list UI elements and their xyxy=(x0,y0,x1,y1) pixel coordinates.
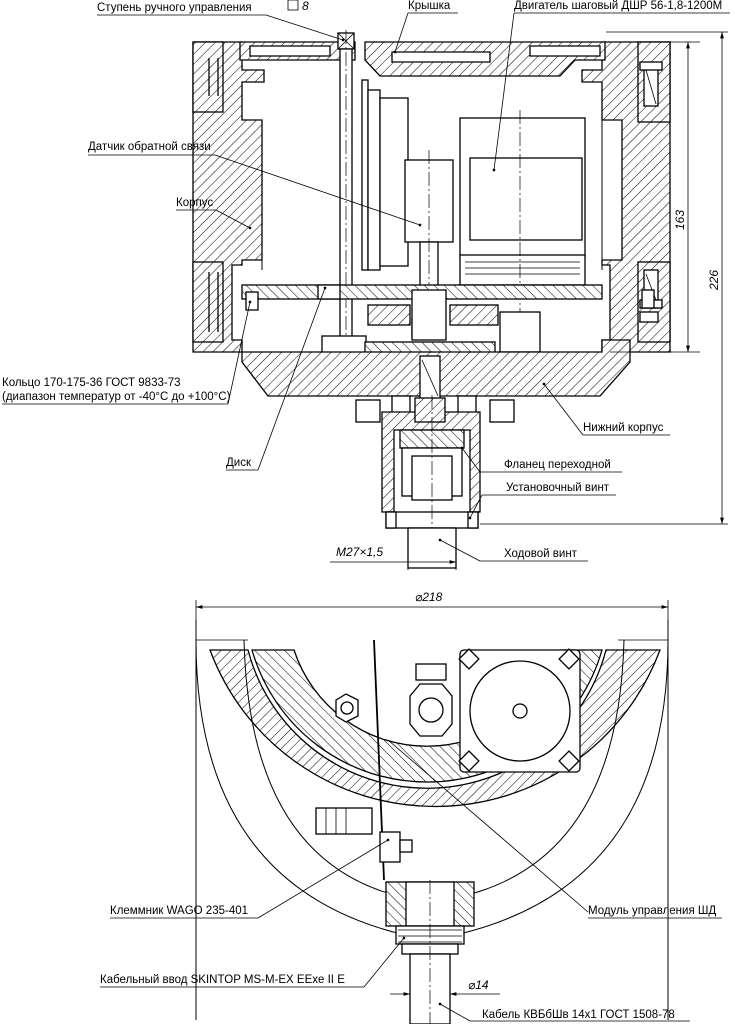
label-set-screw: Установочный винт xyxy=(506,482,610,494)
label-flange: Фланец переходной xyxy=(504,459,611,471)
label-motor: Двигатель шаговый ДШР 56-1,8-1200М xyxy=(514,0,722,12)
label-ring-1: Кольцо 170-175-36 ГОСТ 9833-73 xyxy=(2,377,181,389)
dim-163: 163 xyxy=(673,210,687,230)
label-manual-size: 8 xyxy=(302,0,309,13)
cable xyxy=(409,953,451,1024)
dim-226: 226 xyxy=(707,270,721,291)
label-disk: Диск xyxy=(226,457,252,469)
section-view xyxy=(192,30,671,570)
dim-218: ⌀218 xyxy=(415,590,443,604)
manual-size-square xyxy=(287,0,299,11)
label-ring-2: (диапазон температур от -40°С до +100°С) xyxy=(2,391,231,403)
label-feedback: Датчик обратной связи xyxy=(88,141,211,153)
dim-thread: M27×1,5 xyxy=(336,545,383,559)
dim-14: ⌀14 xyxy=(468,978,489,992)
label-cable: Кабель КВБбШв 14х1 ГОСТ 1508-78 xyxy=(482,1009,675,1021)
label-cover: Крышка xyxy=(408,0,451,12)
label-cable-entry: Кабельный ввод SKINTOP MS-M-EX EExe II E xyxy=(100,974,345,986)
plan-view xyxy=(195,620,669,1024)
label-lead-screw: Ходовой винт xyxy=(504,548,578,560)
dimensions-plan: ⌀218 ⌀14 xyxy=(195,590,669,996)
label-terminal: Клеммник WAGO 235-401 xyxy=(110,905,248,917)
label-body: Корпус xyxy=(176,197,213,209)
label-control-module: Модуль управления ШД xyxy=(588,905,716,917)
lead-screw xyxy=(407,527,457,569)
dimensions-top: 163 226 M27×1,5 xyxy=(330,31,728,570)
label-lower-body: Нижний корпус xyxy=(583,422,664,434)
label-manual-stage: Ступень ручного управления xyxy=(97,2,252,14)
terminal-block xyxy=(315,807,373,835)
